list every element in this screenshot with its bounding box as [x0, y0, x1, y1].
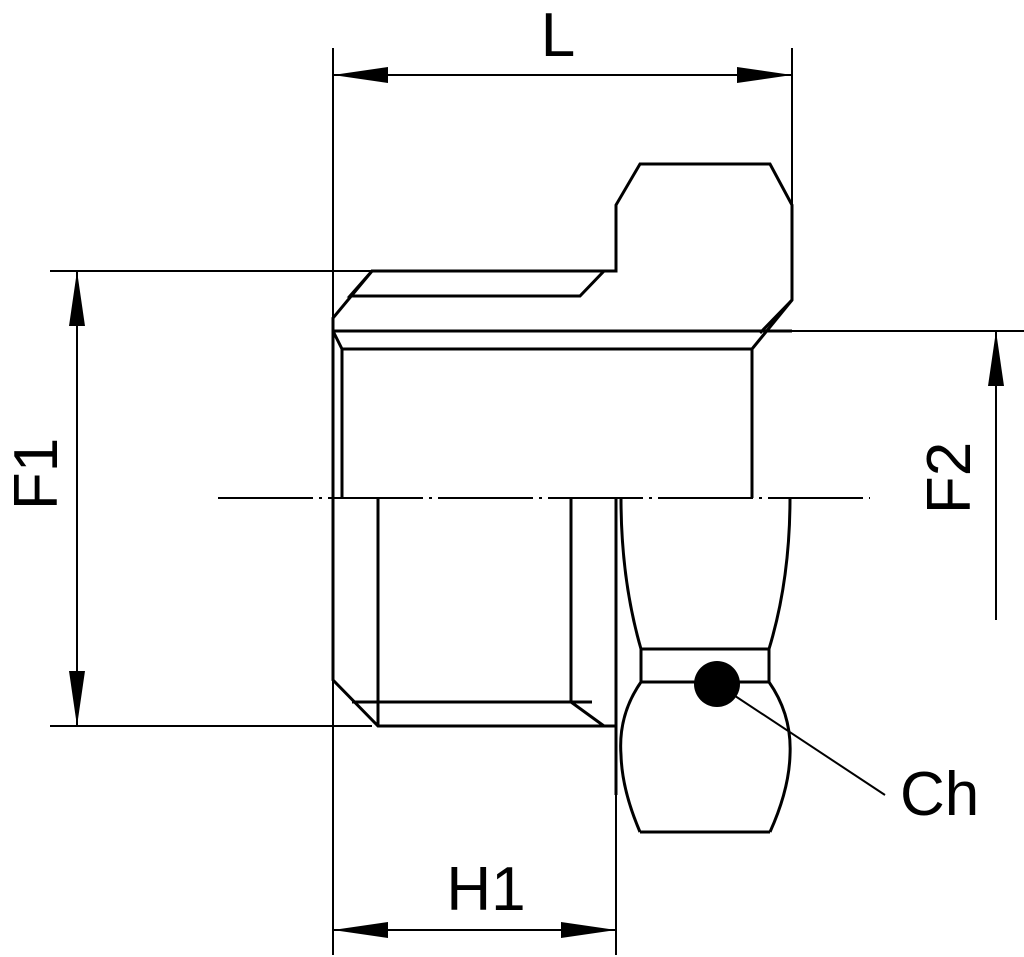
bore-chamfer-right [750, 299, 794, 350]
thread-groove [346, 269, 608, 298]
arrowhead-l-left [333, 67, 388, 83]
thread-chamfer-right [570, 700, 605, 728]
dimension-f1: F1 [2, 271, 85, 726]
arrowhead-f1-bottom [69, 671, 85, 726]
callout-ch: Ch [694, 661, 979, 829]
dimension-label-f2: F2 [915, 442, 984, 514]
arrowhead-h1-left [333, 922, 388, 938]
dimension-f2: F2 [915, 331, 1004, 620]
bore-chamfer-left [331, 330, 344, 350]
arrowhead-f2-top [988, 331, 1004, 386]
dimension-l: L [333, 1, 792, 83]
hex-face-right [767, 497, 792, 833]
dimension-h1: H1 [333, 855, 616, 938]
hex-face-left [619, 497, 643, 833]
callout-label-ch: Ch [900, 760, 979, 829]
upper-section-view [331, 162, 794, 498]
leader-line-ch [716, 683, 886, 796]
dimension-label-l: L [541, 1, 575, 70]
thread-body-outline [331, 498, 616, 728]
arrowhead-l-right [737, 67, 792, 83]
dimension-label-h1: H1 [446, 855, 525, 924]
arrowhead-h1-right [561, 922, 616, 938]
arrowhead-f1-top [69, 271, 85, 326]
extension-lines [50, 48, 1024, 955]
dimension-label-f1: F1 [2, 438, 71, 510]
